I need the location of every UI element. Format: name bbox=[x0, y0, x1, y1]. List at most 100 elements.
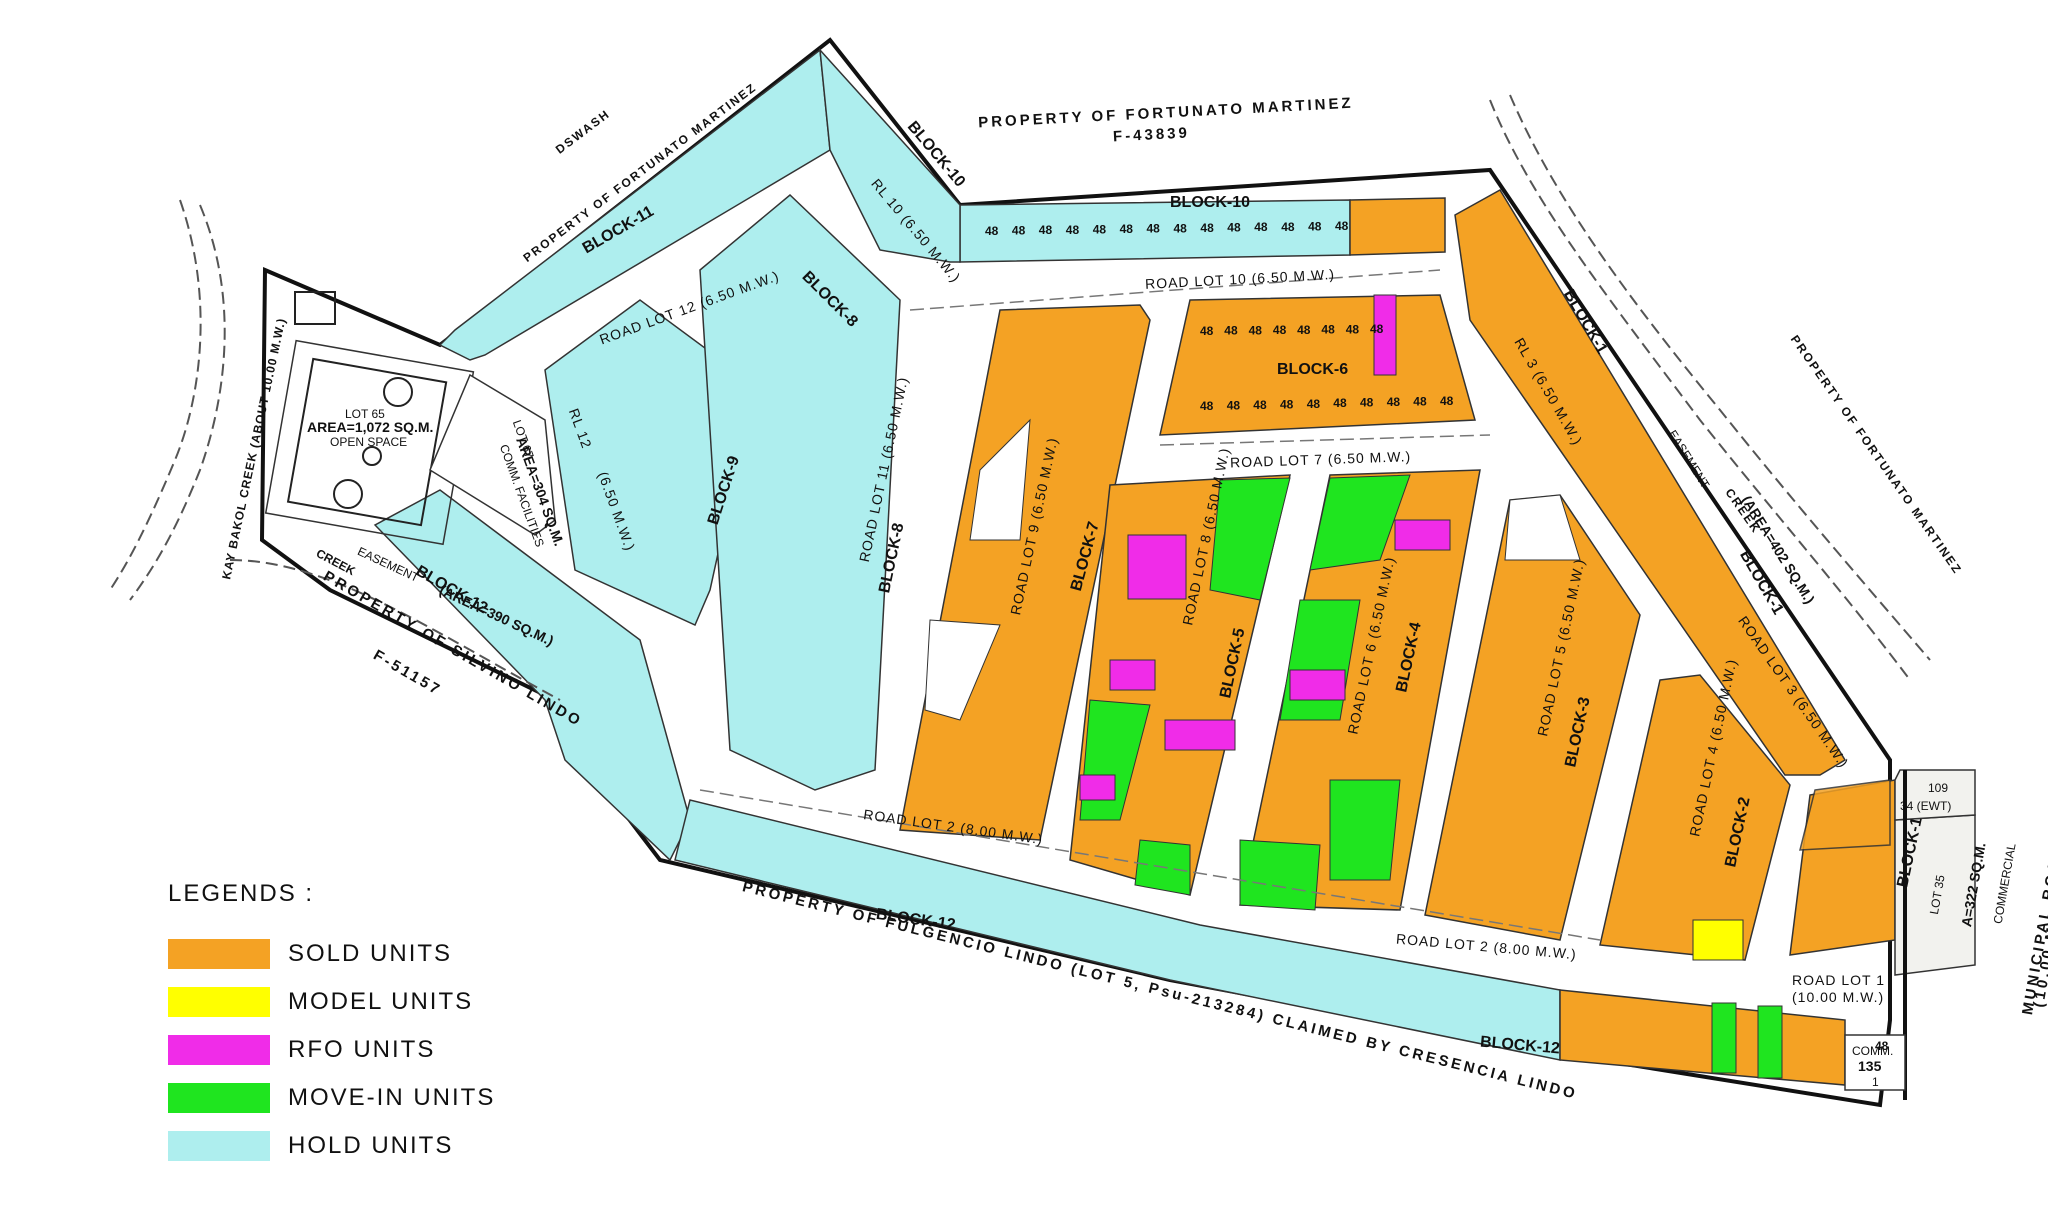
block-10-corner-area[interactable] bbox=[819, 47, 961, 263]
road-lot-2-line bbox=[699, 789, 1601, 941]
block-4-rfo-2[interactable] bbox=[1289, 669, 1346, 701]
block-4-area[interactable] bbox=[1239, 469, 1481, 911]
block-2-area[interactable] bbox=[1599, 674, 1791, 961]
block-5-rfo-3[interactable] bbox=[1164, 719, 1236, 751]
lot-area-label: 48 bbox=[1308, 219, 1322, 233]
comm-area: 135 bbox=[1858, 1058, 1882, 1074]
legend-swatch-sold bbox=[168, 939, 270, 969]
block-9-area[interactable] bbox=[544, 299, 756, 627]
lot-area-label: 48 bbox=[1120, 222, 1134, 236]
comm-lot-number: 1 bbox=[1872, 1075, 1879, 1089]
legend-label-model: MODEL UNITS bbox=[288, 988, 474, 1015]
legend-swatch-hold bbox=[168, 1131, 270, 1161]
lot-area-label: 48 bbox=[1147, 222, 1161, 236]
block-1-area[interactable] bbox=[1454, 188, 1847, 776]
legend: LEGENDS : SOLD UNITS MODEL UNITS RFO UNI… bbox=[168, 880, 528, 1170]
legend-label-movein: MOVE-IN UNITS bbox=[288, 1084, 496, 1111]
lot-area-label: 48 bbox=[1249, 323, 1263, 337]
block-5-rfo-4[interactable] bbox=[1079, 774, 1116, 801]
legend-item-rfo: RFO UNITS bbox=[168, 1026, 528, 1074]
block-12-movein-lot-4[interactable] bbox=[1757, 1005, 1783, 1079]
lot-65-label: LOT 65 bbox=[345, 407, 385, 421]
lot-area-label: 48 bbox=[1066, 223, 1080, 237]
creek-bottom-line bbox=[229, 559, 561, 701]
property-dswash: DSWASH bbox=[553, 107, 613, 157]
block-10-label: BLOCK-10 bbox=[1170, 194, 1250, 211]
legend-title: LEGENDS : bbox=[168, 880, 315, 907]
block-12-label-right: BLOCK-12 bbox=[1479, 1034, 1560, 1058]
block-4-movein[interactable] bbox=[1309, 474, 1411, 571]
block-5-rfo-1[interactable] bbox=[1127, 534, 1187, 600]
key-bottom bbox=[333, 479, 363, 509]
block-12-movein-lot-6[interactable] bbox=[1711, 1002, 1737, 1074]
lot-67-comm-facilities[interactable] bbox=[429, 373, 556, 536]
legend-label-sold: SOLD UNITS bbox=[288, 940, 453, 967]
lot-area-label: 48 bbox=[1273, 323, 1287, 337]
legend-label-hold: HOLD UNITS bbox=[288, 1132, 454, 1159]
lot-area-label: 48 bbox=[1012, 224, 1026, 238]
road-lot-1-width: (10.00 M.W.) bbox=[1792, 989, 1884, 1005]
property-fortunato-right: PROPERTY OF FORTUNATO MARTINEZ bbox=[1788, 333, 1965, 577]
lot-area-label: 48 bbox=[1387, 395, 1401, 409]
lot-area-label: 48 bbox=[1333, 396, 1347, 410]
lot-65-area: AREA=1,072 SQ.M. bbox=[307, 419, 433, 435]
lot-area-label: 48 bbox=[1370, 322, 1384, 336]
legend-swatch-model bbox=[168, 987, 270, 1017]
creek-left-line-2 bbox=[129, 204, 226, 601]
lot-area-label: 48 bbox=[1280, 397, 1294, 411]
lot-area-label: 48 bbox=[1224, 324, 1238, 338]
block-6-label: BLOCK-6 bbox=[1277, 361, 1348, 378]
legend-swatch-rfo bbox=[168, 1035, 270, 1065]
key-top bbox=[383, 377, 413, 407]
lot-area-label: 48 bbox=[1297, 323, 1311, 337]
lot-area-label: 48 bbox=[1227, 398, 1241, 412]
block-7-available-lots[interactable] bbox=[924, 619, 1001, 721]
lot-109-label: 109 bbox=[1928, 781, 1948, 795]
lot-109-sub: 34 (EWT) bbox=[1900, 799, 1951, 813]
road-lot-7: ROAD LOT 7 (6.50 M.W.) bbox=[1230, 448, 1412, 470]
creek-right-line bbox=[1489, 99, 1911, 681]
block-1-lower-left[interactable] bbox=[1799, 779, 1891, 851]
legend-item-model: MODEL UNITS bbox=[168, 978, 528, 1026]
block-3-available[interactable] bbox=[1504, 494, 1581, 561]
block-6-rfo-lot[interactable] bbox=[1373, 294, 1397, 376]
block-4-movein-4[interactable] bbox=[1329, 779, 1401, 881]
lot-area-label: 48 bbox=[1093, 223, 1107, 237]
lot-area-label: 48 bbox=[1307, 397, 1321, 411]
property-fortunato-top-id: F-43839 bbox=[1113, 124, 1191, 145]
lot-35-use: COMMERCIAL bbox=[1991, 842, 2019, 925]
block-8-area[interactable] bbox=[699, 193, 901, 791]
block-5-movein[interactable] bbox=[1209, 477, 1291, 601]
center-circle bbox=[362, 446, 382, 466]
legend-item-hold: HOLD UNITS bbox=[168, 1122, 528, 1170]
property-silvino-id: F-51157 bbox=[370, 647, 444, 700]
lot-area-labels: 48 48 48 48 48 48 48 48 48 48 48 48 48 48 48 48 48 48 48 48… bbox=[985, 219, 1889, 1053]
lot-109[interactable] bbox=[1894, 769, 1976, 821]
legend-item-sold: SOLD UNITS bbox=[168, 930, 528, 978]
lot-area-label: 48 bbox=[1281, 220, 1295, 234]
building-icon bbox=[294, 291, 336, 325]
block-10-sold-area[interactable] bbox=[1349, 197, 1446, 256]
lot-area-label: 48 bbox=[1227, 221, 1241, 235]
road-lot-7-line bbox=[1159, 434, 1491, 446]
block-4-rfo-1[interactable] bbox=[1394, 519, 1451, 551]
creek-right-line-2 bbox=[1509, 94, 1931, 661]
lot-35-label: LOT 35 bbox=[1927, 874, 1948, 916]
lot-area-label: 48 bbox=[1174, 221, 1188, 235]
basketball-court bbox=[286, 357, 448, 527]
block-5-rfo-2[interactable] bbox=[1109, 659, 1156, 691]
road-lot-1: ROAD LOT 1 bbox=[1792, 972, 1885, 988]
lot-area-label: 48 bbox=[1346, 322, 1360, 336]
comm-label: COMM. bbox=[1852, 1044, 1893, 1058]
block-4-movein-3[interactable] bbox=[1239, 839, 1321, 911]
road-lot-10-line bbox=[909, 269, 1441, 311]
lot-area-label: 48 bbox=[1200, 221, 1214, 235]
lot-area-label: 48 bbox=[1200, 399, 1214, 413]
lot-area-label: 48 bbox=[985, 224, 999, 238]
comm-lot-box[interactable] bbox=[1844, 1034, 1906, 1091]
lot-area-label: 48 bbox=[1039, 223, 1053, 237]
block-2-model-lot[interactable] bbox=[1692, 919, 1744, 961]
block-7-available-lots-2[interactable] bbox=[969, 418, 1031, 541]
lot-area-label: 48 bbox=[1253, 398, 1267, 412]
